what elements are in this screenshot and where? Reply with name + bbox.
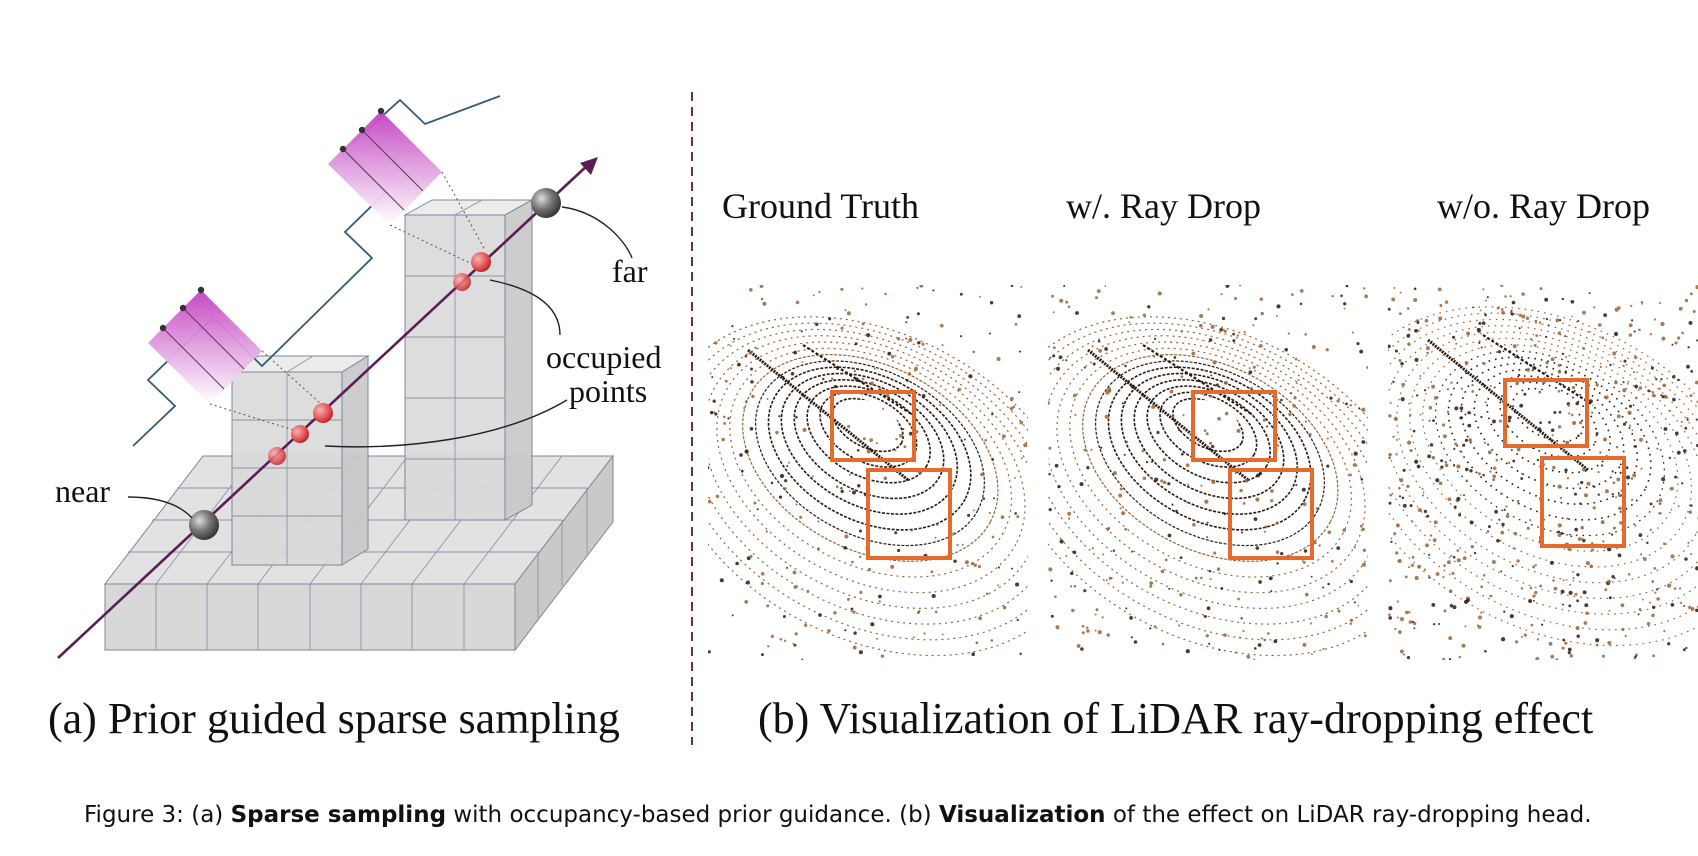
projection-lines (209, 171, 486, 433)
ring-7 (742, 354, 999, 562)
caption-prefix: Figure 3: (a) (84, 802, 231, 828)
ring-7 (1422, 344, 1679, 552)
ring-5 (1107, 366, 1312, 531)
ring-3 (793, 378, 945, 500)
ring-5 (767, 366, 972, 531)
occupied-points-label-line1: occupied (546, 339, 662, 375)
highlight-box-lower (1540, 456, 1626, 548)
figure-caption: Figure 3: (a) Sparse sampling with occup… (84, 802, 1684, 828)
near-label: near (55, 473, 110, 509)
density-block-upper (328, 107, 442, 225)
ring-12 (1388, 312, 1698, 631)
leader-lines (127, 206, 633, 519)
ring-3 (1473, 368, 1625, 490)
panel-b-subcaption: (b) Visualization of LiDAR ray-dropping … (758, 694, 1593, 743)
panel-b-visualization: Ground Truth w/. Ray Drop w/o. Ray Drop … (708, 186, 1698, 743)
ring-0 (832, 397, 904, 453)
ring-13 (708, 316, 1028, 657)
view-title-with-ray-drop: w/. Ray Drop (1066, 186, 1261, 226)
ring-8 (1069, 347, 1353, 578)
occupied-points (268, 252, 491, 465)
panel-a-sparse-sampling: near far occupied points (a) Prior guide… (48, 95, 662, 743)
highlight-box-upper (1191, 390, 1277, 462)
ring-8 (1409, 337, 1693, 568)
ring-11 (1048, 328, 1368, 625)
density-profile-line (132, 95, 501, 447)
ring-12 (708, 322, 1028, 641)
density-block-lower (148, 286, 262, 404)
ring-0 (1512, 387, 1584, 443)
ring-6 (1434, 350, 1665, 537)
ring-0 (1172, 397, 1244, 453)
panel-a-subcaption: (a) Prior guided sparse sampling (48, 694, 620, 743)
ring-10 (1048, 335, 1368, 609)
ring-3 (1133, 378, 1285, 500)
far-point-sphere (531, 188, 561, 218)
ring-11 (1388, 318, 1698, 615)
ring-11 (708, 328, 1028, 625)
highlight-box-upper (830, 390, 916, 462)
ring-9 (1396, 331, 1698, 584)
highlight-box-lower (1228, 468, 1314, 560)
caption-suffix: of the effect on LiDAR ray-dropping head… (1105, 802, 1592, 828)
highlight-box-lower (866, 468, 952, 560)
ring-9 (716, 341, 1026, 594)
ring-5 (1447, 356, 1652, 521)
caption-bold-sparse-sampling: Sparse sampling (230, 802, 447, 828)
view-title-without-ray-drop: w/o. Ray Drop (1437, 186, 1650, 226)
ring-7 (1082, 354, 1339, 562)
point-cloud-with-ray-drop (1048, 285, 1368, 660)
ring-2 (1486, 375, 1611, 474)
voxel-tower-right (403, 199, 534, 521)
near-point-sphere (189, 510, 219, 540)
ring-10 (708, 335, 1028, 609)
caption-bold-visualization: Visualization (938, 802, 1106, 828)
caption-middle: with occupancy-based prior guidance. (b) (446, 802, 939, 828)
ring-2 (1146, 385, 1271, 484)
point-cloud-ground-truth (708, 285, 1028, 660)
occupied-points-label-line2: points (569, 373, 647, 409)
ring-4 (1460, 362, 1639, 505)
view-title-ground-truth: Ground Truth (722, 186, 919, 226)
far-label: far (612, 253, 648, 289)
ring-8 (729, 347, 1013, 578)
ring-13 (1048, 316, 1368, 657)
highlight-box-upper (1503, 378, 1589, 448)
ring-9 (1056, 341, 1366, 594)
ring-4 (780, 372, 959, 515)
ring-1 (1159, 391, 1258, 468)
